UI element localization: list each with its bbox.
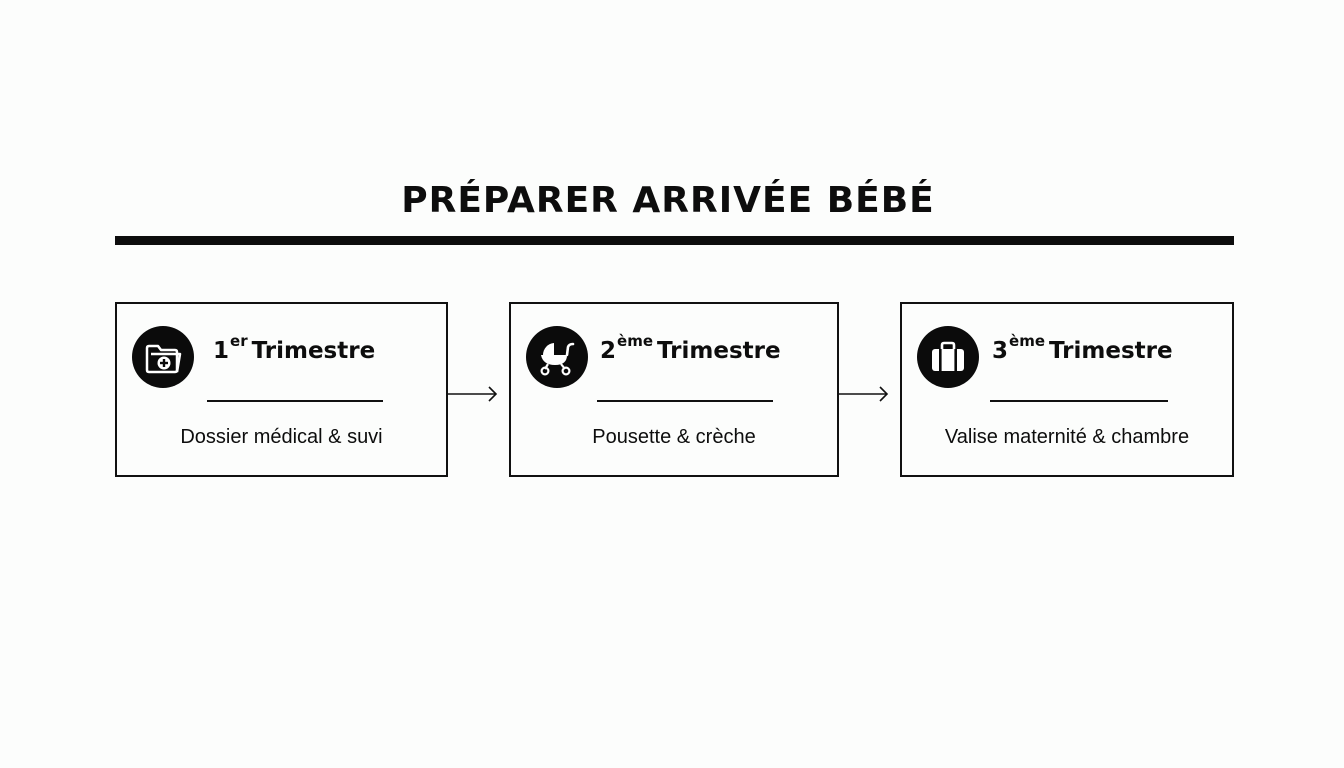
stroller-icon	[526, 326, 588, 388]
step-description-3: Valise maternité & chambre	[944, 426, 1190, 448]
arrow-1-to-2	[448, 386, 498, 402]
suitcase-icon	[917, 326, 979, 388]
step-divider-1	[207, 400, 383, 402]
diagram-title: PRÉPARER ARRIVÉE BÉBÉ	[401, 180, 935, 221]
arrow-2-to-3	[839, 386, 889, 402]
title-underline	[115, 236, 1234, 245]
step-description-2: Pousette & crèche	[592, 426, 756, 448]
step-divider-3	[990, 400, 1168, 402]
step-description-1: Dossier médical & suvi	[180, 426, 383, 448]
medical-folder-icon	[132, 326, 194, 388]
step-divider-2	[597, 400, 773, 402]
